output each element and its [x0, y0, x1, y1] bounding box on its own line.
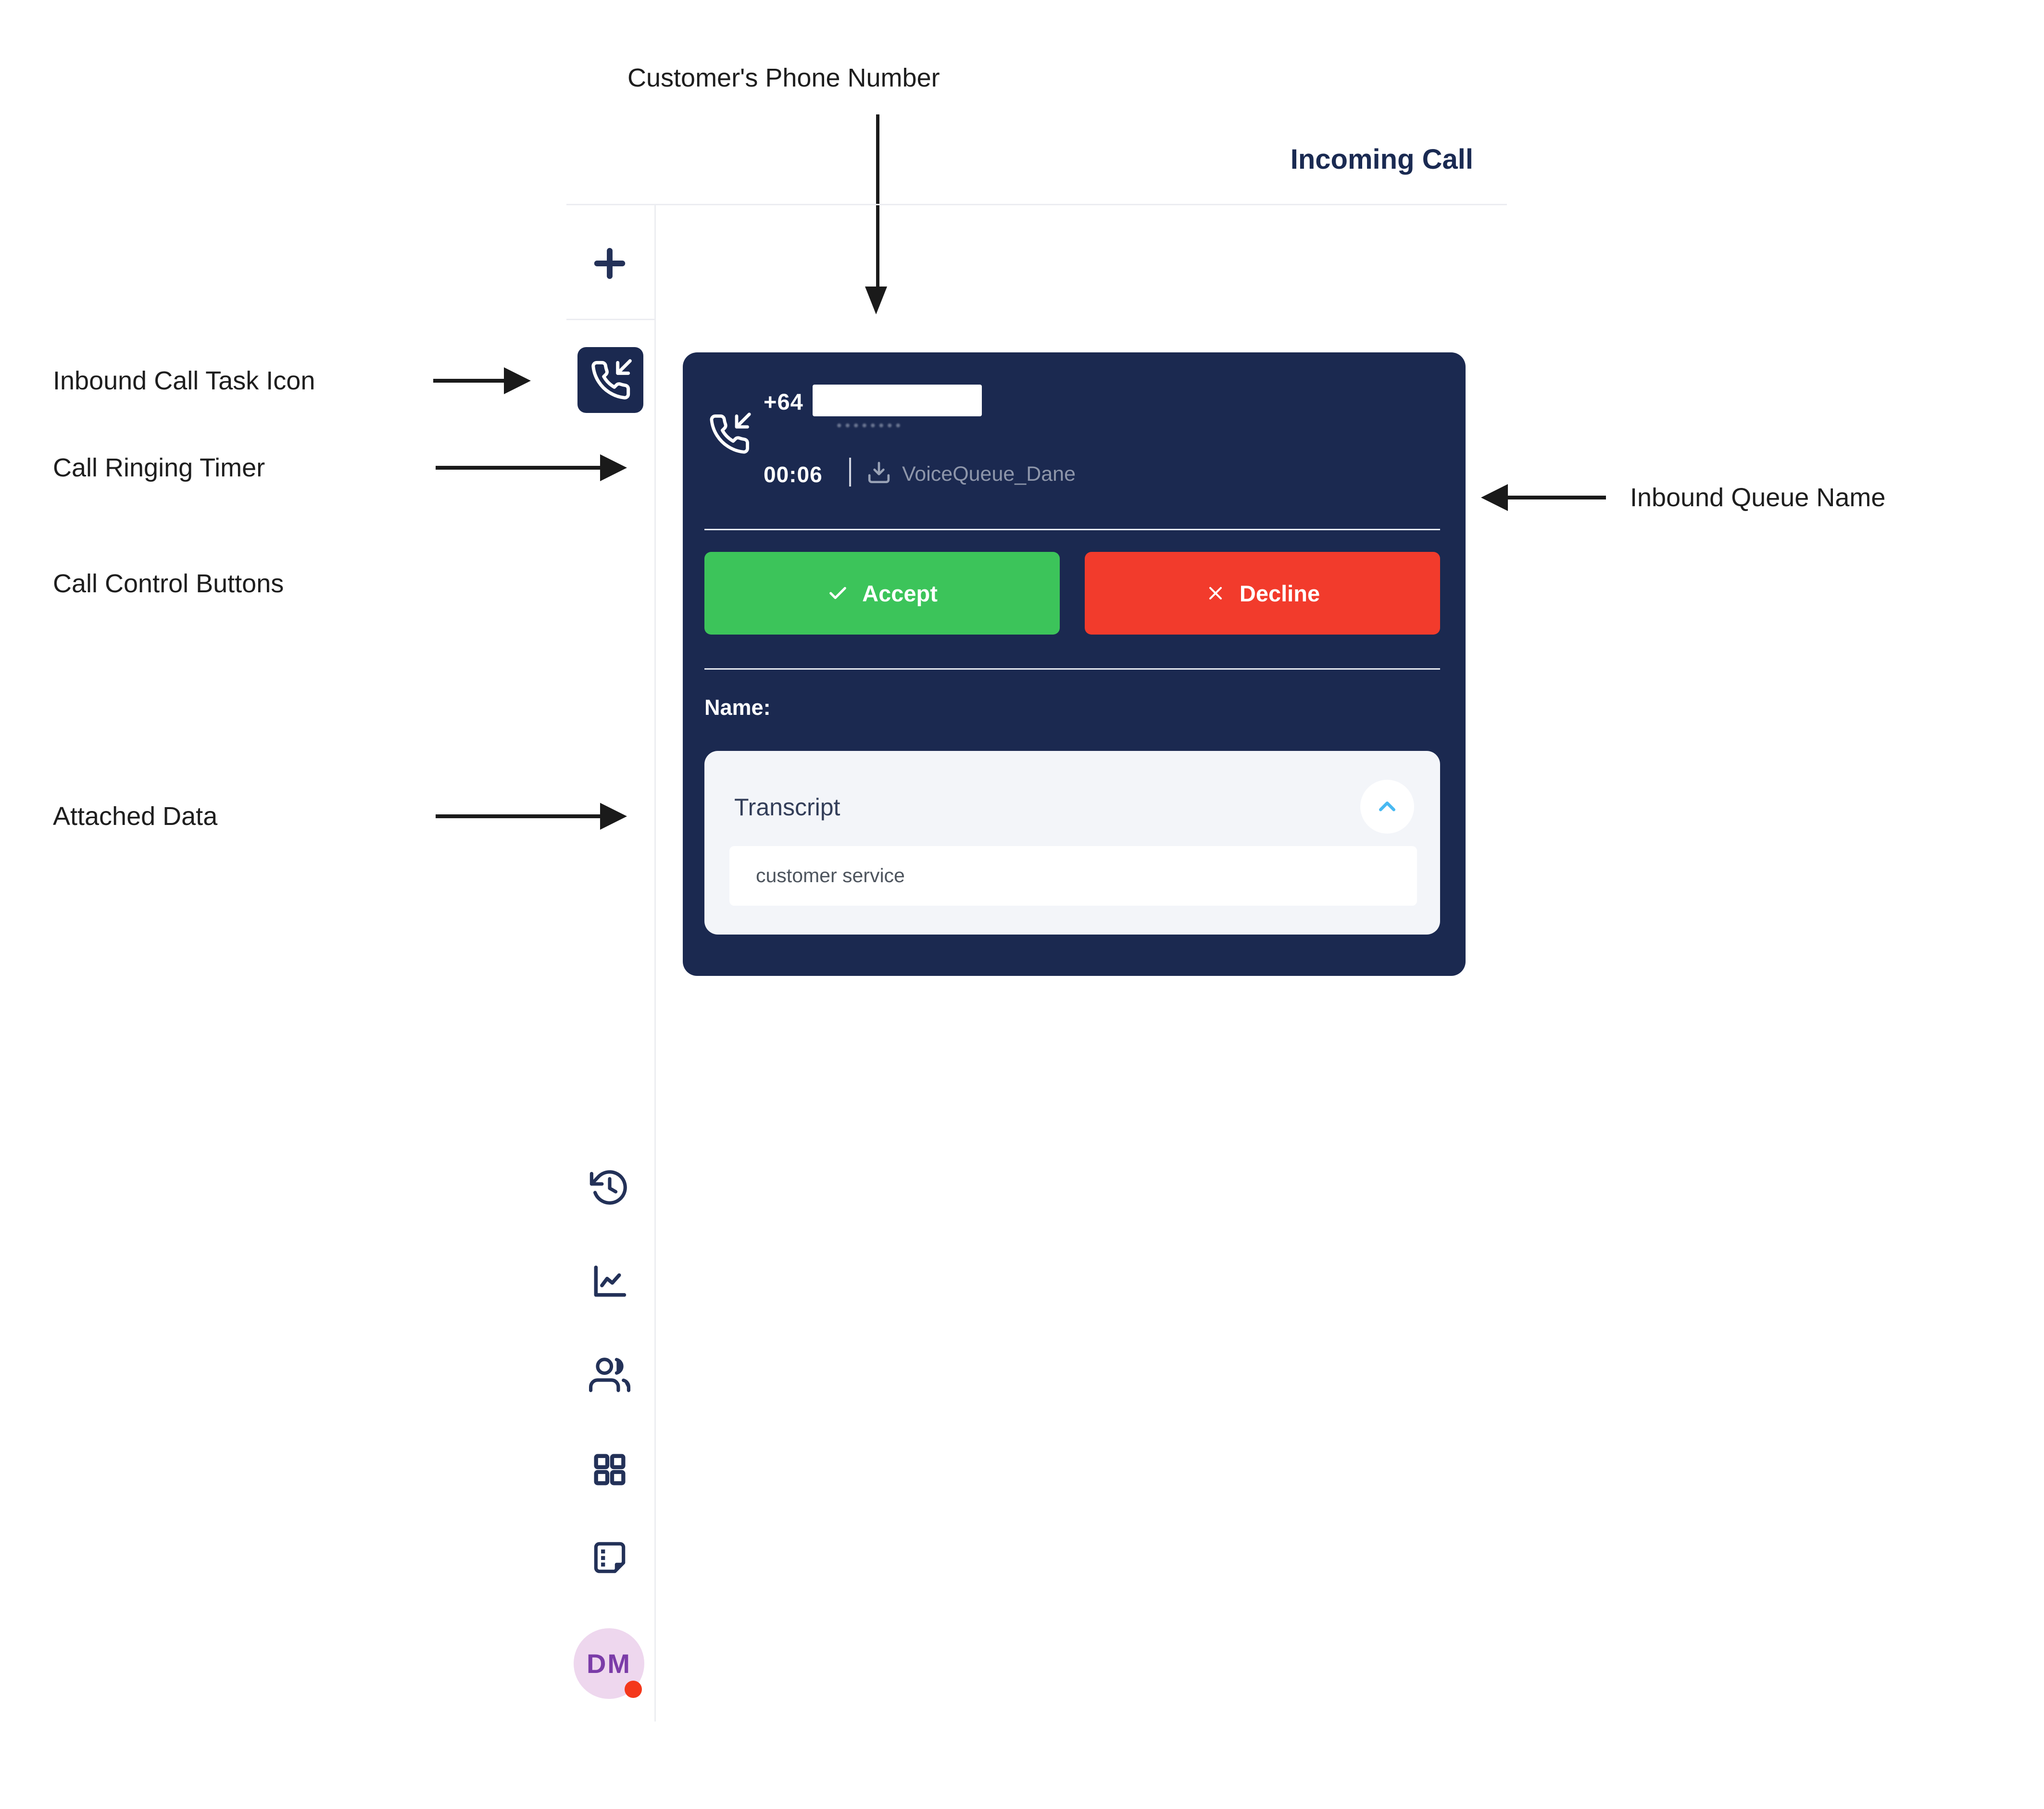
note-icon	[589, 1537, 630, 1578]
history-icon	[589, 1167, 630, 1208]
chevron-up-icon	[1373, 792, 1402, 821]
phone-incoming-icon	[589, 359, 632, 401]
call-ringing-timer: 00:06	[764, 462, 823, 487]
incoming-call-card: +64 •••••••• 00:06 VoiceQueue_Dane Accep…	[683, 352, 1466, 976]
annotation-inbound-call-task-icon: Inbound Call Task Icon	[53, 366, 315, 395]
sidebar-item-history[interactable]	[589, 1167, 630, 1208]
line-chart-icon	[589, 1260, 630, 1302]
x-icon	[1205, 583, 1226, 604]
header-divider	[566, 204, 1507, 205]
transcript-title: Transcript	[734, 794, 840, 821]
decline-button[interactable]: Decline	[1085, 552, 1440, 635]
sidebar-item-apps[interactable]	[590, 1450, 629, 1489]
name-label: Name:	[704, 695, 771, 720]
redacted-digits: ••••••••	[837, 418, 904, 434]
customer-phone-number: +64	[764, 389, 803, 414]
sidebar-item-notes[interactable]	[589, 1537, 630, 1578]
attached-data-panel: Transcript customer service	[704, 751, 1440, 935]
phone-number-redaction	[813, 385, 982, 416]
avatar-initials: DM	[586, 1648, 632, 1679]
queue-icon	[865, 460, 892, 487]
add-task-button[interactable]	[589, 243, 630, 284]
annotation-attached-data: Attached Data	[53, 802, 218, 831]
plus-icon	[589, 243, 630, 284]
sidebar-divider	[654, 205, 656, 1722]
presence-status-dot	[625, 1681, 642, 1698]
inbound-queue-name: VoiceQueue_Dane	[902, 462, 1076, 486]
accept-button[interactable]: Accept	[704, 552, 1060, 635]
check-icon	[827, 582, 849, 604]
decline-label: Decline	[1239, 580, 1320, 606]
transcript-field: customer service	[729, 846, 1417, 906]
grid-icon	[590, 1450, 629, 1489]
sidebar-item-analytics[interactable]	[589, 1260, 630, 1302]
annotation-call-ringing-timer: Call Ringing Timer	[53, 453, 265, 482]
sidebar-item-contacts[interactable]	[589, 1354, 630, 1396]
sidebar-section-divider	[566, 319, 654, 320]
card-divider-bottom	[704, 668, 1440, 670]
annotation-call-control-buttons: Call Control Buttons	[53, 569, 284, 598]
people-icon	[589, 1354, 630, 1396]
accept-label: Accept	[862, 580, 938, 606]
page-title: Incoming Call	[1290, 144, 1473, 175]
inbound-call-task-tile[interactable]	[577, 347, 643, 413]
transcript-value: customer service	[756, 864, 905, 886]
collapse-toggle[interactable]	[1360, 780, 1414, 834]
phone-incoming-icon	[708, 412, 751, 456]
card-divider-top	[704, 529, 1440, 530]
annotation-customer-phone-number: Customer's Phone Number	[627, 63, 940, 92]
annotation-inbound-queue-name: Inbound Queue Name	[1630, 483, 1886, 512]
timer-separator	[849, 458, 851, 487]
